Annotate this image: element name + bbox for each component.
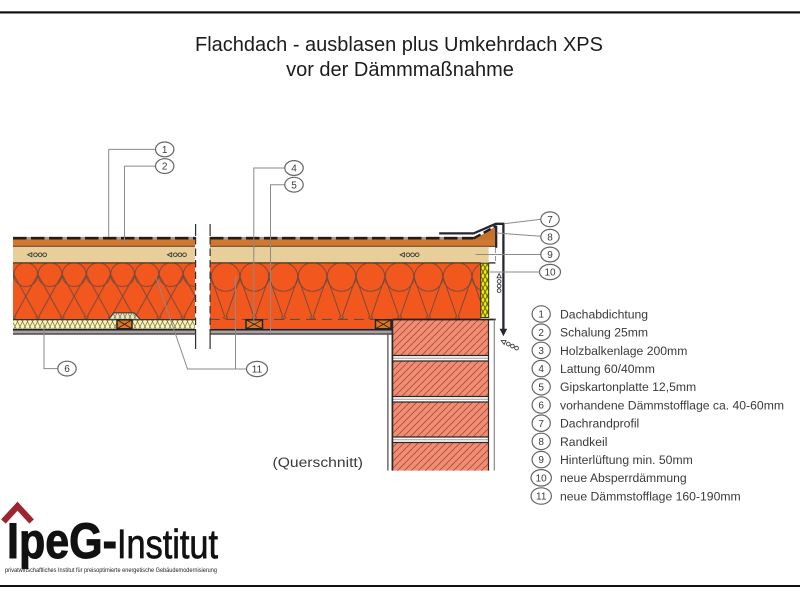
svg-text:IpeG-: IpeG- xyxy=(7,513,117,569)
svg-text:4: 4 xyxy=(291,164,297,175)
svg-text:7: 7 xyxy=(547,215,553,226)
svg-text:Flachdach - ausblasen plus Umk: Flachdach - ausblasen plus Umkehrdach XP… xyxy=(195,34,603,56)
svg-text:2: 2 xyxy=(162,162,168,173)
svg-text:8: 8 xyxy=(547,232,553,243)
svg-text:10: 10 xyxy=(544,268,556,279)
svg-text:1: 1 xyxy=(538,310,544,321)
svg-text:4: 4 xyxy=(538,364,544,375)
svg-text:6: 6 xyxy=(64,364,70,375)
svg-text:Schalung 25mm: Schalung 25mm xyxy=(560,326,648,340)
svg-text:5: 5 xyxy=(291,180,297,191)
svg-text:2: 2 xyxy=(538,328,544,339)
svg-text:(Querschnitt): (Querschnitt) xyxy=(273,455,364,470)
svg-text:vor der Dämmmaßnahme: vor der Dämmmaßnahme xyxy=(286,59,514,81)
svg-text:11: 11 xyxy=(252,365,263,376)
svg-text:Hinterlüftung min. 50mm: Hinterlüftung min. 50mm xyxy=(560,453,693,467)
svg-text:Dachabdichtung: Dachabdichtung xyxy=(560,307,648,321)
svg-text:11: 11 xyxy=(536,492,547,503)
svg-text:1: 1 xyxy=(162,145,168,156)
svg-text:Holzbalkenlage 200mm: Holzbalkenlage 200mm xyxy=(560,344,687,358)
svg-text:10: 10 xyxy=(536,473,548,484)
svg-text:Randkeil: Randkeil xyxy=(560,435,607,449)
svg-text:Dachrandprofil: Dachrandprofil xyxy=(560,417,639,431)
svg-text:privatwirtschaftliches Institu: privatwirtschaftliches Institut für prei… xyxy=(5,568,217,574)
svg-text:7: 7 xyxy=(538,419,544,430)
svg-text:neue Dämmstofflage 160-190mm: neue Dämmstofflage 160-190mm xyxy=(560,489,741,503)
svg-text:Institut: Institut xyxy=(117,521,219,567)
svg-text:9: 9 xyxy=(547,250,553,261)
svg-text:Lattung 60/40mm: Lattung 60/40mm xyxy=(560,362,655,376)
svg-text:vorhandene Dämmstofflage ca. 4: vorhandene Dämmstofflage ca. 40-60mm xyxy=(560,398,784,412)
svg-text:neue Absperrdämmung: neue Absperrdämmung xyxy=(560,471,687,485)
svg-text:Gipskartonplatte 12,5mm: Gipskartonplatte 12,5mm xyxy=(560,380,696,394)
svg-text:8: 8 xyxy=(538,437,544,448)
svg-text:6: 6 xyxy=(538,401,544,412)
svg-text:3: 3 xyxy=(538,346,544,357)
svg-text:5: 5 xyxy=(538,382,544,393)
svg-text:9: 9 xyxy=(538,455,544,466)
